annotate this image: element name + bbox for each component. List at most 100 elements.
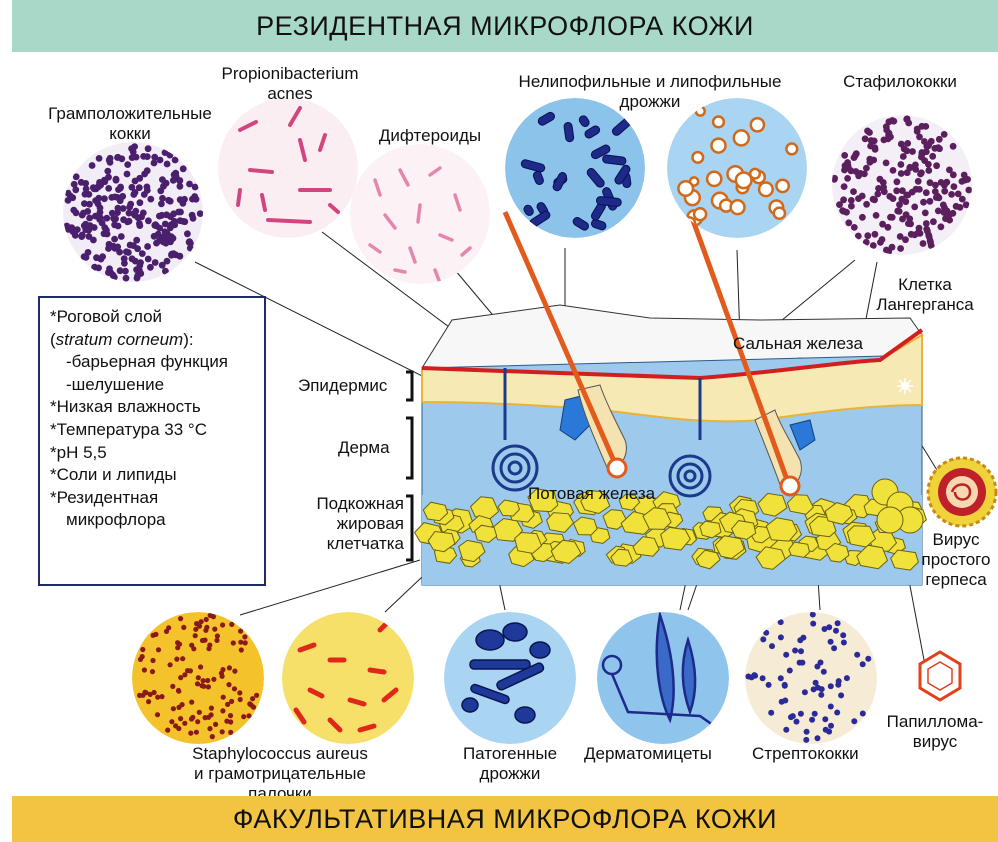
coccus-dot bbox=[122, 268, 129, 275]
coccus-dot bbox=[190, 715, 195, 720]
coccus-dot bbox=[886, 193, 893, 200]
coccus-dot bbox=[139, 250, 146, 257]
coccus-dot bbox=[123, 248, 130, 255]
coccus-dot bbox=[925, 142, 932, 149]
coccus-dot bbox=[915, 178, 922, 185]
coccus-dot bbox=[965, 187, 972, 194]
facultative-microflora-banner: ФАКУЛЬТАТИВНАЯ МИКРОФЛОРА КОЖИ bbox=[12, 796, 998, 842]
coccus-dot bbox=[865, 656, 871, 662]
coccus-dot bbox=[828, 683, 834, 689]
coccus-dot bbox=[209, 706, 214, 711]
staphylococci-micrograph bbox=[831, 115, 972, 255]
coccus-dot bbox=[769, 643, 775, 649]
coccus-dot bbox=[229, 699, 234, 704]
coccus-dot bbox=[129, 255, 136, 262]
coccus-dot bbox=[199, 619, 204, 624]
coccus-dot bbox=[948, 191, 955, 198]
coccus-dot bbox=[841, 152, 848, 159]
coccus-dot bbox=[243, 640, 248, 645]
coccus-dot bbox=[72, 186, 79, 193]
info-line: *Резидентная bbox=[50, 487, 258, 510]
coccus-dot bbox=[133, 237, 140, 244]
coccus-dot bbox=[238, 697, 243, 702]
coccus-dot bbox=[831, 645, 837, 651]
coccus-dot bbox=[933, 194, 940, 201]
coccus-dot bbox=[162, 221, 169, 228]
coccus-dot bbox=[894, 178, 901, 185]
coccus-dot bbox=[852, 152, 859, 159]
coccus-dot bbox=[889, 214, 896, 221]
coccus-dot bbox=[231, 640, 236, 645]
coccus-dot bbox=[127, 201, 134, 208]
coccus-dot bbox=[768, 710, 774, 716]
coccus-dot bbox=[815, 735, 821, 741]
coccus-dot bbox=[152, 259, 159, 266]
coccus-dot bbox=[176, 689, 181, 694]
coccus-dot bbox=[925, 161, 932, 168]
coccus-dot bbox=[232, 669, 237, 674]
facultative-microflora-title: ФАКУЛЬТАТИВНАЯ МИКРОФЛОРА КОЖИ bbox=[233, 804, 777, 835]
dermatophytes-label: Дерматомицеты bbox=[584, 744, 712, 764]
info-line: -барьерная функция bbox=[50, 351, 258, 374]
coccus-dot bbox=[111, 216, 118, 223]
coccus-dot bbox=[923, 189, 930, 196]
coccus-dot bbox=[104, 231, 111, 238]
coccus-dot bbox=[90, 237, 97, 244]
coccus-dot bbox=[152, 221, 159, 228]
coccus-dot bbox=[955, 191, 962, 198]
coccus-dot bbox=[842, 162, 849, 169]
coccus-dot bbox=[193, 196, 200, 203]
coccus-dot bbox=[798, 648, 804, 654]
coccus-dot bbox=[141, 171, 148, 178]
coccus-dot bbox=[959, 178, 966, 185]
coccus-dot bbox=[91, 264, 98, 271]
coccus-dot bbox=[220, 708, 225, 713]
coccus-dot bbox=[782, 683, 788, 689]
epidermis-label: Эпидермис bbox=[298, 376, 387, 396]
coccus-dot bbox=[841, 640, 847, 646]
yeast-label: Нелипофильные и липофильныедрожжи bbox=[500, 72, 800, 112]
coccus-dot bbox=[834, 710, 840, 716]
coccus-dot bbox=[220, 622, 225, 627]
coccus-dot bbox=[140, 153, 147, 160]
coccus-dot bbox=[78, 233, 85, 240]
coccus-dot bbox=[828, 704, 834, 710]
info-line: *Роговой слой bbox=[50, 306, 258, 329]
coccus-dot bbox=[213, 722, 218, 727]
propionibacterium-label: Propionibacteriumacnes bbox=[190, 64, 390, 104]
coccus-dot bbox=[810, 612, 816, 618]
coccus-dot bbox=[903, 147, 910, 154]
coccus-dot bbox=[203, 715, 208, 720]
diphtheroids-label: Дифтероиды bbox=[350, 126, 510, 146]
coccus-dot bbox=[132, 178, 139, 185]
coccus-dot bbox=[885, 136, 892, 143]
coccus-dot bbox=[872, 231, 879, 238]
coccus-dot bbox=[169, 719, 174, 724]
coccus-dot bbox=[158, 201, 165, 208]
coccus-dot bbox=[141, 191, 148, 198]
coccus-dot bbox=[778, 675, 784, 681]
coccus-dot bbox=[180, 656, 185, 661]
coccus-dot bbox=[851, 224, 858, 231]
coccus-dot bbox=[189, 700, 194, 705]
papilloma-virus-icon bbox=[920, 652, 960, 700]
coccus-dot bbox=[124, 161, 131, 168]
coccus-dot bbox=[828, 639, 834, 645]
info-line: (stratum corneum): bbox=[50, 329, 258, 352]
coccus-dot bbox=[194, 621, 199, 626]
coccus-dot bbox=[844, 175, 851, 182]
coccus-dot bbox=[178, 675, 183, 680]
propionibacterium-micrograph bbox=[218, 98, 358, 238]
herpes-virus-icon bbox=[928, 458, 996, 526]
coccus-dot bbox=[208, 613, 213, 618]
coccus-dot bbox=[81, 200, 88, 207]
coccus-dot bbox=[940, 202, 947, 209]
coccus-dot bbox=[105, 185, 112, 192]
sebaceous-gland-label: Сальная железа bbox=[733, 334, 863, 354]
coccus-dot bbox=[197, 710, 202, 715]
coccus-dot bbox=[835, 620, 841, 626]
coccus-dot bbox=[151, 154, 158, 161]
info-line: *Температура 33 °С bbox=[50, 419, 258, 442]
coccus-dot bbox=[238, 640, 243, 645]
coccus-dot bbox=[121, 260, 128, 267]
